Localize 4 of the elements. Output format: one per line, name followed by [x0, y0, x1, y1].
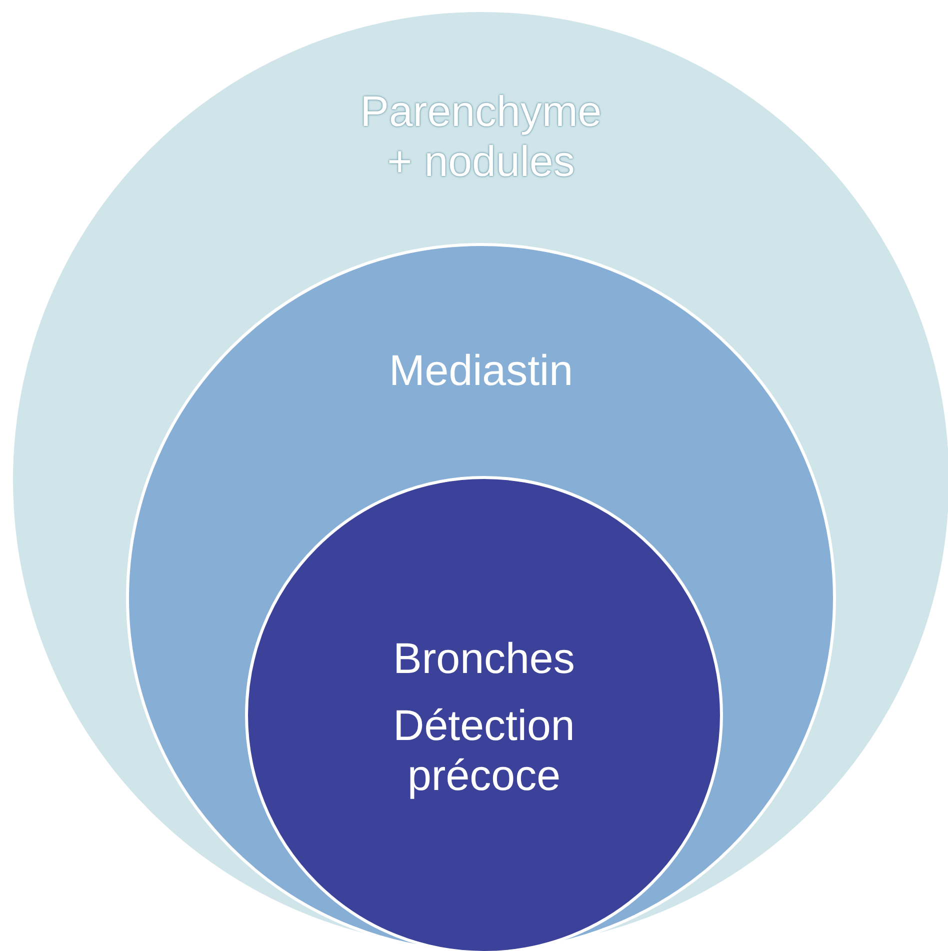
circle-label: Parenchyme + nodules: [359, 87, 603, 187]
circle-label: Détection précoce: [392, 701, 576, 801]
circle-label: Mediastin: [388, 346, 574, 396]
circle-label: Bronches: [392, 634, 576, 684]
